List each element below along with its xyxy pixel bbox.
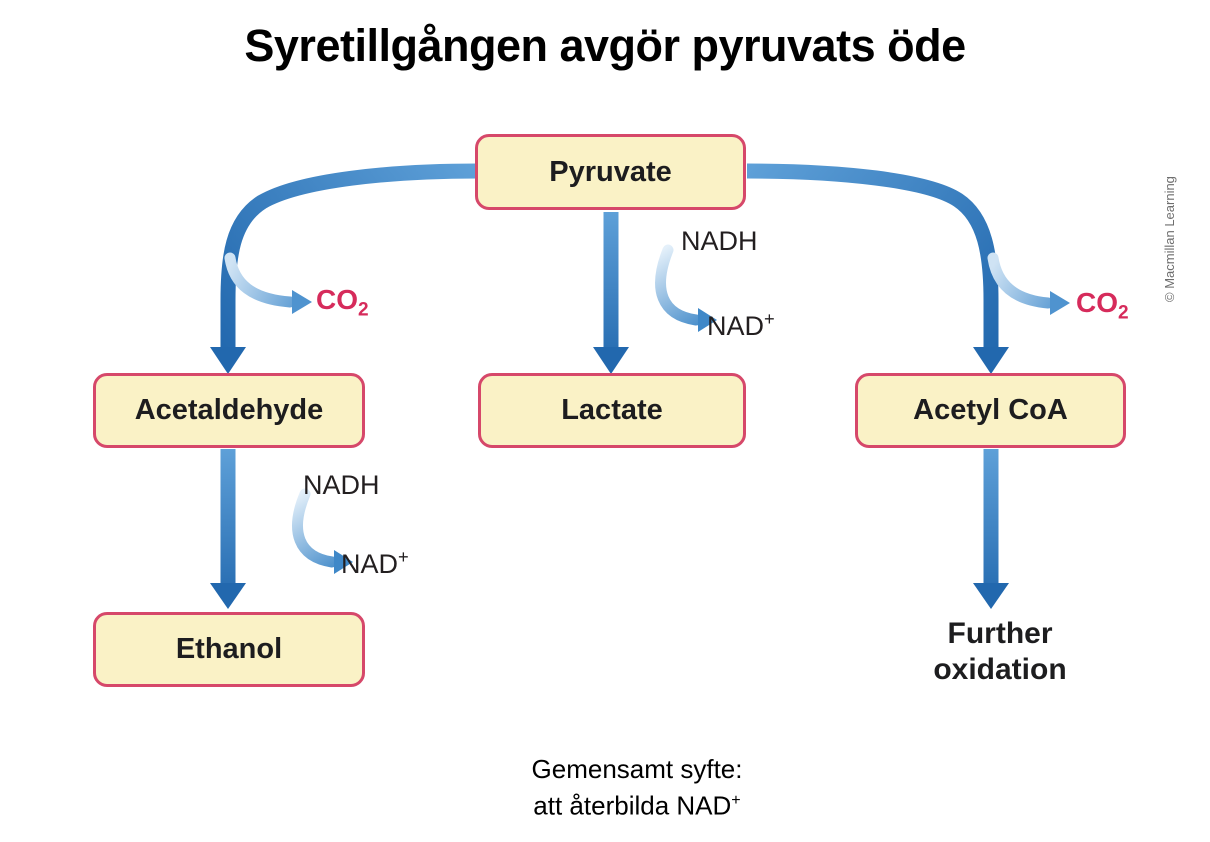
node-pyruvate-label: Pyruvate bbox=[549, 155, 672, 188]
nadh-to-nad-arrow-left bbox=[292, 488, 353, 574]
node-acetaldehyde-label: Acetaldehyde bbox=[134, 394, 324, 426]
arrow-acetaldehyde-to-ethanol bbox=[210, 449, 246, 609]
node-acetaldehyde: Acetaldehyde bbox=[93, 373, 365, 448]
nad-superscript: + bbox=[764, 308, 775, 329]
arrow-pyruvate-to-acetyl-coa bbox=[746, 163, 1009, 374]
nadh-label-left: NADH bbox=[303, 470, 380, 500]
co2-base: CO bbox=[316, 284, 358, 315]
node-pyruvate: Pyruvate bbox=[475, 134, 746, 210]
co2-subscript: 2 bbox=[358, 299, 369, 321]
copyright-notice: © Macmillan Learning bbox=[1162, 176, 1177, 302]
nad-base: NAD bbox=[341, 549, 399, 579]
further-oxidation-label: Further oxidation bbox=[933, 617, 1067, 686]
co2-branch-arrow-right bbox=[987, 252, 1070, 315]
nad-plus-label-middle: NAD+ bbox=[707, 308, 775, 342]
nad-plus-label-left: NAD+ bbox=[341, 546, 409, 580]
footer-line-1: Gemensamt syfte: bbox=[531, 754, 743, 784]
arrow-pyruvate-to-lactate bbox=[593, 212, 629, 374]
node-ethanol: Ethanol bbox=[93, 612, 365, 687]
co2-subscript: 2 bbox=[1118, 302, 1129, 324]
node-lactate-label: Lactate bbox=[561, 394, 663, 426]
nad-superscript: + bbox=[398, 546, 409, 567]
nadh-label-middle: NADH bbox=[681, 226, 758, 256]
nad-base: NAD bbox=[707, 311, 765, 341]
co2-base: CO bbox=[1076, 287, 1118, 318]
node-ethanol-label: Ethanol bbox=[175, 633, 283, 665]
node-lactate: Lactate bbox=[478, 373, 746, 448]
node-acetyl-coa-label: Acetyl CoA bbox=[913, 394, 1068, 426]
co2-label-right: CO2 bbox=[1076, 287, 1129, 325]
nadh-to-nad-arrow-middle bbox=[655, 244, 717, 332]
arrow-pyruvate-to-acetaldehyde bbox=[210, 163, 479, 374]
footer-note: Gemensamt syfte: att återbilda NAD+ bbox=[377, 754, 897, 822]
footer-line-2: att återbilda NAD+ bbox=[377, 785, 897, 822]
slide-title: Syretillgången avgör pyruvats öde bbox=[244, 20, 966, 71]
co2-label-left: CO2 bbox=[316, 284, 369, 322]
arrow-acetyl-coa-to-further-oxidation bbox=[973, 449, 1009, 609]
co2-branch-arrow-left bbox=[224, 252, 312, 314]
node-acetyl-coa: Acetyl CoA bbox=[855, 373, 1126, 448]
footer-line-2-superscript: + bbox=[731, 791, 741, 809]
footer-line-2-base: att återbilda NAD bbox=[533, 790, 732, 821]
